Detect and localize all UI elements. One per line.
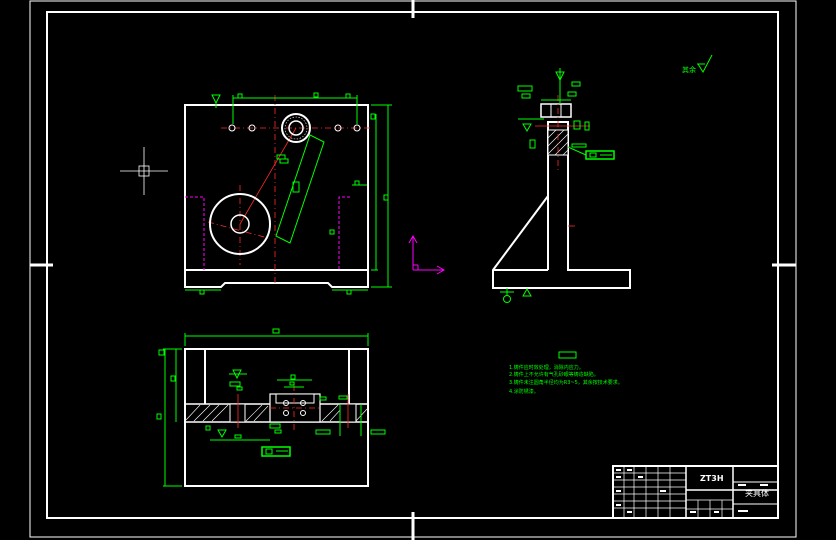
tech-req-1: 1.铸件应时效处理，消除内应力。	[509, 364, 584, 371]
part-code: ZT3H	[700, 474, 724, 483]
tech-req-4: 4.涂防锈漆。	[509, 388, 539, 395]
side-view[interactable]	[492, 68, 631, 303]
part-name: 夹具体	[745, 488, 769, 498]
crosshair-cursor	[120, 147, 168, 195]
front-dimensions	[185, 92, 392, 295]
front-view[interactable]	[184, 92, 392, 295]
sheet-frame	[29, 0, 797, 540]
top-dimensions	[156, 328, 386, 487]
roughness-symbol: 其余	[682, 54, 713, 74]
top-view[interactable]	[156, 328, 386, 487]
gear-bore	[281, 113, 311, 143]
title-block-labels	[616, 469, 768, 513]
tech-req-2: 2.铸件上不允许有气孔砂眼等铸造缺陷。	[509, 371, 599, 378]
hatch-bushing	[547, 129, 569, 156]
side-dimensions	[500, 68, 615, 303]
ucs-icon	[408, 234, 446, 275]
hatch-section	[185, 404, 368, 422]
bolt-holes	[228, 124, 361, 132]
title-block-grid	[613, 466, 723, 518]
tech-requirements: 1.铸件应时效处理，消除内应力。 2.铸件上不允许有气孔砂眼等铸造缺陷。 3.铸…	[509, 351, 623, 395]
tech-req-3: 3.铸件未注圆角半径均为R3~5，其余按技术要求。	[509, 379, 623, 386]
roughness-note: 其余	[682, 65, 696, 74]
title-block: ZT3H 夹具体	[612, 465, 779, 519]
